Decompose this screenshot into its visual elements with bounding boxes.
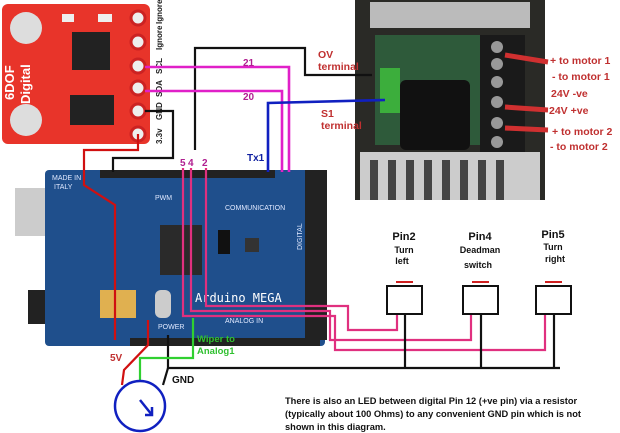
wire-label-tx1: Tx1 bbox=[247, 153, 265, 164]
italy-label: ITALY bbox=[54, 184, 73, 191]
note-line-2: (typically about 100 Ohms) to any conven… bbox=[285, 409, 581, 419]
wire-sda bbox=[145, 89, 284, 172]
switch-pin2-desc-2: left bbox=[395, 256, 409, 266]
arduino-board: MADE IN ITALY PWM COMMUNICATION POWER AN… bbox=[15, 170, 327, 346]
switch-pin4-desc-2: switch bbox=[464, 260, 492, 270]
wire-label-2: 2 bbox=[202, 158, 208, 169]
sensor-title-2: Digital bbox=[18, 64, 33, 104]
ov-terminal-label-2: terminal bbox=[318, 61, 359, 73]
wire-gnd-pot bbox=[161, 367, 170, 386]
wire-pin2 bbox=[204, 168, 399, 332]
output-label-motor2-neg: - to motor 2 bbox=[550, 141, 608, 153]
note-line-3: shown in this diagram. bbox=[285, 422, 386, 432]
s1-terminal-label-2: terminal bbox=[321, 120, 362, 132]
output-label-24v-neg: 24V -ve bbox=[551, 88, 588, 100]
pin-label-sda: SDA bbox=[155, 80, 164, 97]
ov-terminal-label-1: OV bbox=[318, 49, 333, 61]
output-label-motor1-pos: + to motor 1 bbox=[550, 55, 611, 67]
pin-label-3v3: 3.3v bbox=[155, 128, 164, 144]
wires bbox=[82, 46, 560, 386]
label-wiper-2: Analog1 bbox=[197, 346, 235, 357]
wire-scl bbox=[145, 65, 291, 172]
switch-pin2[interactable] bbox=[386, 281, 423, 315]
label-wiper-1: Wiper to bbox=[197, 334, 235, 345]
wire-pin4 bbox=[189, 168, 473, 342]
potentiometer-icon bbox=[113, 379, 167, 433]
switch-pin5[interactable] bbox=[535, 281, 572, 315]
switch-pin5-desc-1: Turn bbox=[543, 242, 562, 252]
switch-pin5-desc-2: right bbox=[545, 254, 565, 264]
communication-label: COMMUNICATION bbox=[225, 205, 285, 212]
sensor-board: 6DOF Digital bbox=[2, 4, 150, 144]
wire-label-21: 21 bbox=[243, 58, 255, 69]
motor-controller bbox=[355, 0, 549, 200]
note-line-1: There is also an LED between digital Pin… bbox=[285, 396, 578, 406]
wire-label-20: 20 bbox=[243, 92, 255, 103]
label-gnd: GND bbox=[172, 375, 194, 386]
wire-label-4: 4 bbox=[188, 158, 194, 169]
label-5v: 5V bbox=[110, 353, 123, 364]
output-label-motor1-neg: - to motor 1 bbox=[552, 71, 610, 83]
made-in-label: MADE IN bbox=[52, 175, 81, 182]
wire-tx1 bbox=[266, 98, 386, 172]
wire-wiper bbox=[138, 318, 195, 380]
digital-label: DIGITAL bbox=[297, 223, 304, 250]
sensor-title-1: 6DOF bbox=[2, 65, 17, 100]
wire-5v bbox=[120, 320, 150, 386]
switch-pin2-label: Pin2 bbox=[392, 231, 415, 243]
output-label-motor2-pos: + to motor 2 bbox=[552, 126, 613, 138]
pin-label-ignore-2: Ignore bbox=[155, 25, 164, 50]
wire-gnd-sensor bbox=[111, 109, 175, 172]
power-label: POWER bbox=[158, 324, 184, 331]
wire-label-5: 5 bbox=[180, 158, 186, 169]
switch-pin4-desc-1: Deadman bbox=[460, 245, 501, 255]
wire-ov-terminal bbox=[193, 46, 372, 150]
s1-terminal-label-1: S1 bbox=[321, 108, 334, 120]
wire-pin5 bbox=[181, 168, 547, 352]
pin-label-ignore-1: Ignore bbox=[155, 0, 164, 24]
arduino-name: Arduino MEGA bbox=[195, 291, 282, 305]
wire-3v3 bbox=[82, 134, 140, 340]
analog-label: ANALOG IN bbox=[225, 318, 263, 325]
switch-pin5-label: Pin5 bbox=[541, 229, 564, 241]
switch-pin2-desc-1: Turn bbox=[394, 245, 413, 255]
pwm-label: PWM bbox=[155, 195, 172, 202]
output-label-24v-pos: 24V +ve bbox=[549, 105, 589, 117]
switch-pin4[interactable] bbox=[462, 281, 499, 315]
switch-pin4-label: Pin4 bbox=[468, 231, 492, 243]
